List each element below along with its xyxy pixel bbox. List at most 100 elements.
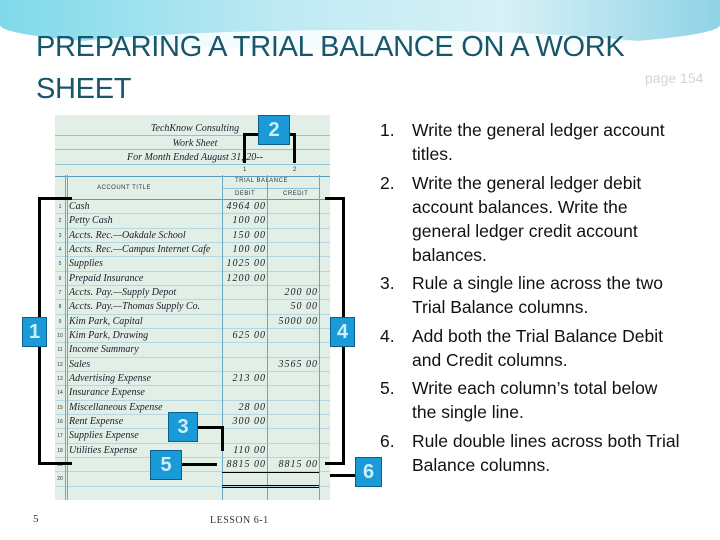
account-title: Insurance Expense <box>69 387 145 399</box>
bracket-line <box>325 462 345 465</box>
credit-amount: 200 00 <box>284 286 318 298</box>
debit-amount: 213 00 <box>232 372 266 384</box>
debit-amount: 28 00 <box>238 401 266 413</box>
table-row: 7 Accts. Pay.—Supply Depot 200 00 <box>55 286 330 301</box>
arrow-line <box>289 133 295 136</box>
table-row: 18 Utilities Expense 110 00 <box>55 444 330 458</box>
table-row: 20 <box>55 472 330 487</box>
callout-6: 6 <box>355 457 382 487</box>
debit-amount: 1025 00 <box>226 258 266 270</box>
debit-amount: 110 00 <box>233 444 266 456</box>
account-title: Accts. Rec.—Campus Internet Cafe <box>69 243 211 255</box>
bracket-line <box>325 197 345 200</box>
step-text: Rule a single line across the two Trial … <box>412 273 663 317</box>
column-line <box>222 175 223 500</box>
callout-4: 4 <box>330 317 355 347</box>
column-line <box>319 175 320 500</box>
row-number: 2 <box>58 218 62 225</box>
slide-title: PREPARING A TRIAL BALANCE ON A WORK SHEE… <box>36 31 625 105</box>
account-title: Cash <box>69 201 90 212</box>
row-number: 6 <box>58 275 62 282</box>
credit-amount: 50 00 <box>290 301 318 313</box>
step-item: 5.Write each column’s total below the si… <box>380 376 680 424</box>
credit-header: CREDIT <box>283 191 309 197</box>
step-text: Write each column’s total below the sing… <box>412 378 658 422</box>
debit-amount: 4964 00 <box>226 201 266 212</box>
column-number: 2 <box>293 167 297 173</box>
worksheet-image: TechKnow Consulting Work Sheet For Month… <box>55 115 330 500</box>
arrow-line <box>243 133 246 163</box>
step-item: 3.Rule a single line across the two Tria… <box>380 271 680 319</box>
column-line <box>67 175 68 500</box>
arrow-line <box>197 426 224 429</box>
account-title: Sales <box>69 358 91 370</box>
worksheet-period: For Month Ended August 31, 20-- <box>127 152 263 163</box>
row-number: 17 <box>57 433 63 440</box>
row-number: 3 <box>58 232 62 239</box>
worksheet-title: Work Sheet <box>172 138 218 149</box>
column-line <box>65 175 66 500</box>
single-rule-line <box>222 472 319 473</box>
account-title: Petty Cash <box>69 215 113 227</box>
arrow-line <box>221 426 224 451</box>
table-row: 17 Supplies Expense <box>55 429 330 444</box>
debit-amount: 100 00 <box>232 243 266 255</box>
row-number: 8 <box>58 304 62 311</box>
account-title-header: ACCOUNT TITLE <box>97 185 151 191</box>
debit-amount: 625 00 <box>232 329 266 341</box>
bracket-line <box>38 462 72 465</box>
row-number: 16 <box>57 418 63 425</box>
account-title: Kim Park, Capital <box>69 315 143 327</box>
account-title: Supplies <box>69 258 103 270</box>
arrow-line <box>293 133 296 163</box>
rule-line <box>222 188 319 189</box>
debit-amount: 8815 00 <box>226 458 266 470</box>
row-number: 20 <box>57 476 63 483</box>
rule-line <box>55 164 330 165</box>
step-text: Add both the Trial Balance Debit and Cre… <box>412 325 663 370</box>
step-number: 1. <box>380 120 395 140</box>
trial-balance-header: TRIAL BALANCE <box>235 178 288 184</box>
step-item: 4.Add both the Trial Balance Debit and C… <box>380 324 680 372</box>
row-number: 13 <box>57 375 63 382</box>
credit-amount: 8815 00 <box>278 458 318 470</box>
row-number: 14 <box>57 390 63 397</box>
row-number: 9 <box>58 318 62 325</box>
account-title: Supplies Expense <box>69 430 139 442</box>
rule-line <box>55 176 330 177</box>
arrow-line <box>182 463 217 466</box>
row-number: 18 <box>57 447 63 454</box>
account-title: Rent Expense <box>69 415 124 427</box>
debit-amount: 300 00 <box>232 415 266 427</box>
table-row <box>55 487 330 500</box>
row-number: 15 <box>57 404 63 411</box>
page-reference: page 154 <box>645 70 704 86</box>
row-number: 5 <box>58 261 62 268</box>
steps-list: 1. Write the general ledger account title… <box>380 118 680 481</box>
account-title: Kim Park, Drawing <box>69 329 149 341</box>
arrow-line <box>243 133 259 136</box>
step-text: Rule double lines across both Trial Bala… <box>412 430 680 475</box>
slide-number: 5 <box>33 513 39 525</box>
step-item: 2.Write the general ledger debit account… <box>380 171 680 267</box>
rule-line <box>55 135 330 136</box>
row-number: 11 <box>57 347 63 354</box>
step-text: Write the general ledger account titles. <box>412 120 665 164</box>
row-number: 12 <box>57 361 63 368</box>
callout-2: 2 <box>258 115 290 145</box>
account-title: Income Summary <box>69 344 139 356</box>
callout-1: 1 <box>22 317 47 347</box>
debit-amount: 100 00 <box>232 215 266 227</box>
account-title: Utilities Expense <box>69 444 138 456</box>
table-row: 14 Insurance Expense <box>55 386 330 401</box>
bracket-line <box>38 197 72 200</box>
row-number: 7 <box>58 289 62 296</box>
column-number: 1 <box>243 167 247 173</box>
account-title: Accts. Pay.—Supply Depot <box>69 286 177 298</box>
